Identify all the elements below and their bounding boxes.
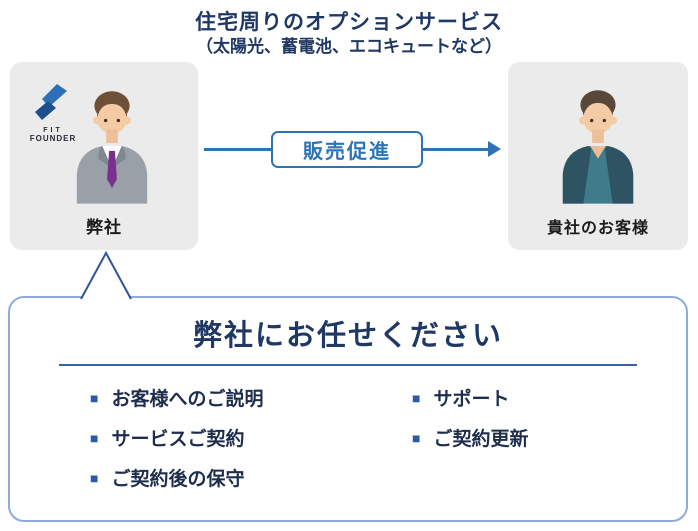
- bullet-square-icon: ■: [412, 389, 421, 406]
- bullet-square-icon: ■: [90, 429, 99, 446]
- service-list-right: ■ サポート ■ ご契約更新: [412, 384, 528, 491]
- list-item-label: お客様へのご説明: [111, 389, 264, 410]
- list-item-label: サービスご契約: [111, 429, 245, 450]
- service-list-left: ■ お客様へのご説明 ■ サービスご契約 ■ ご契約後の保守: [90, 384, 412, 491]
- list-item: ■ ご契約更新: [412, 424, 528, 451]
- fit-founder-logo-icon: [35, 84, 67, 120]
- service-lists: ■ お客様へのご説明 ■ サービスご契約 ■ ご契約後の保守 ■ サポート: [10, 384, 686, 491]
- list-item: ■ ご契約後の保守: [90, 464, 412, 491]
- page-subtitle: （太陽光、蓄電池、エコキュートなど）: [196, 37, 502, 56]
- company-box: FIT FOUNDER 弊社: [10, 62, 198, 250]
- list-item: ■ サポート: [412, 384, 528, 411]
- company-label: 弊社: [86, 218, 122, 237]
- callout-pointer: [80, 251, 132, 300]
- bullet-square-icon: ■: [90, 389, 99, 406]
- logo-text-fit: FIT: [43, 127, 63, 134]
- logo-text-founder: FOUNDER: [29, 134, 77, 143]
- page-title: 住宅周りのオプションサービス: [195, 11, 503, 34]
- list-item-label: サポート: [433, 389, 510, 410]
- list-item-label: ご契約更新: [433, 429, 529, 450]
- bullet-square-icon: ■: [412, 429, 421, 446]
- arrow-head-icon: [488, 141, 501, 157]
- customer-label: 貴社のお客様: [546, 220, 649, 237]
- fit-founder-logo: FIT FOUNDER: [20, 84, 86, 143]
- company-avatar: [68, 84, 156, 209]
- callout-panel: 弊社にお任せください ■ お客様へのご説明 ■ サービスご契約 ■ ご契約後の保…: [8, 296, 688, 522]
- list-item: ■ サービスご契約: [90, 424, 412, 451]
- list-item: ■ お客様へのご説明: [90, 384, 412, 411]
- arrow-label: 販売促進: [271, 131, 423, 168]
- bullet-square-icon: ■: [90, 469, 99, 486]
- customer-avatar-icon: [562, 90, 634, 204]
- businessman-avatar-icon: [76, 91, 148, 204]
- panel-title: 弊社にお任せください: [192, 320, 503, 352]
- list-item-label: ご契約後の保守: [111, 469, 245, 490]
- panel-divider: [59, 364, 637, 366]
- customer-box: 貴社のお客様: [508, 62, 688, 250]
- customer-avatar: [554, 84, 642, 209]
